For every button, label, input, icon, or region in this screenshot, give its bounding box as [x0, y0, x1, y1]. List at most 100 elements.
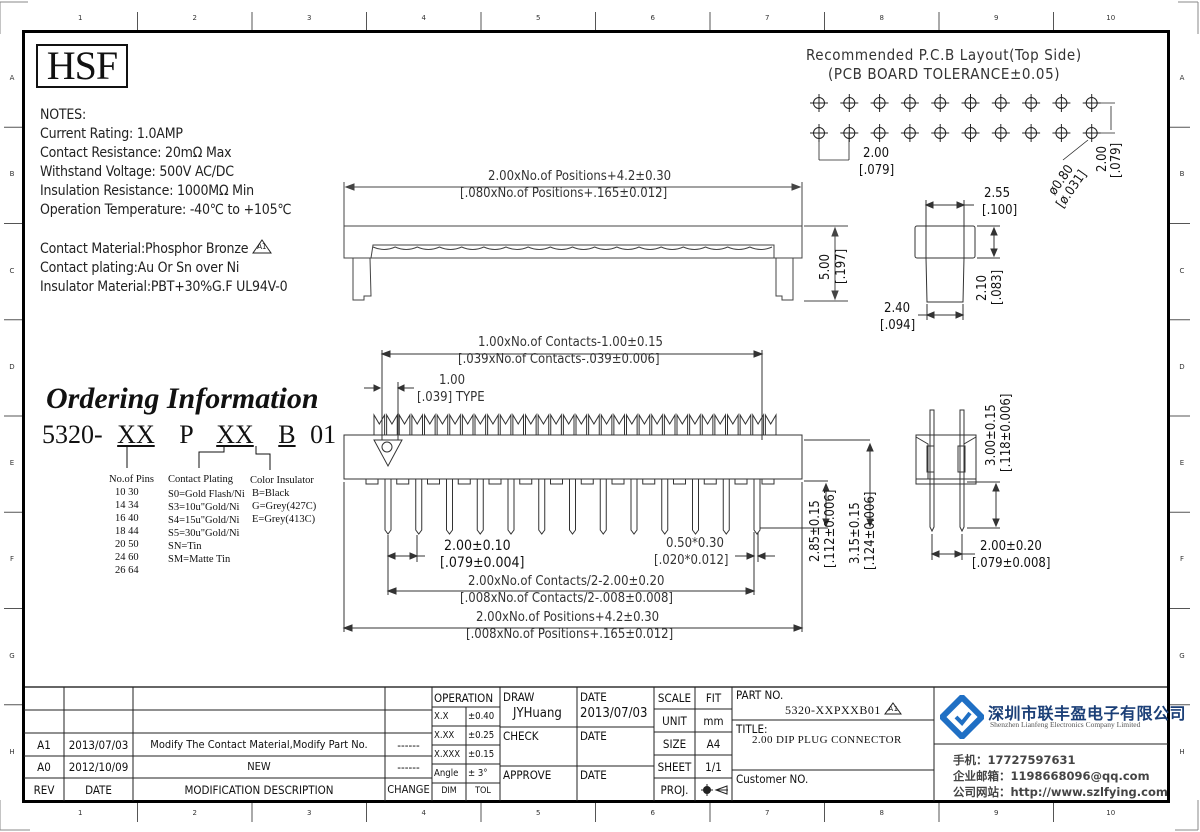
ruler-column-label: 7	[765, 809, 770, 817]
ruler-row-label: D	[1179, 362, 1185, 371]
company-phone: 手机：17727597631	[953, 753, 1076, 767]
pin-length-label: 3.00±0.15 [.118±0.006]	[984, 393, 1014, 472]
pin-count-option: 20 50	[115, 539, 139, 550]
tolerance-value: ±0.40	[468, 711, 495, 722]
color-label: Color Insulator	[250, 475, 314, 486]
change-header: CHANGE	[387, 783, 430, 796]
pin-count-option: 26 64	[115, 565, 139, 576]
ordering-code: 5320- XX P XX B 01	[42, 420, 336, 450]
plating-option: SM=Matte Tin	[168, 554, 231, 565]
size-value: A4	[706, 737, 721, 751]
plating-option: S5=30u"Gold/Ni	[168, 528, 240, 539]
ruler-column-label: 9	[994, 809, 999, 817]
rev-cell: A0	[37, 760, 51, 774]
corner-mark	[1175, 800, 1199, 831]
ruler-column-label: 5	[536, 809, 541, 817]
dim-header: DIM	[441, 786, 457, 796]
third-angle-projection-icon	[701, 784, 728, 796]
side-body-height-label: 2.10 [.083]	[975, 269, 1005, 305]
ruler-column-label: 3	[307, 14, 312, 22]
ruler-column-label: 4	[421, 809, 426, 817]
ruler-row-label: G	[1179, 651, 1185, 660]
contact-pitch-label: 1.00 [.039] TYPE	[417, 373, 485, 405]
notes-block: NOTES: Current Rating: 1.0AMP Contact Re…	[40, 106, 292, 297]
date-header: DATE	[85, 783, 112, 797]
side-bottom-width-label: 2.40 [.094]	[880, 301, 916, 333]
corner-mark	[0, 800, 30, 831]
company-name-cn: 深圳市联丰盈电子有限公司	[988, 704, 1187, 723]
ruler-column-label: 10	[1106, 809, 1116, 817]
revision-triangle-icon: A1	[252, 239, 273, 254]
code-prefix: 5320-	[42, 420, 103, 449]
tolerance-value: ± 3°	[468, 768, 488, 779]
ruler-row-label: A	[9, 74, 15, 83]
ruler-column-label: 2	[192, 809, 197, 817]
draw-value: JYHuang	[513, 706, 562, 721]
customer-no-label: Customer NO.	[736, 772, 809, 786]
change-cell: ------	[397, 738, 420, 752]
scale-value: FIT	[705, 691, 722, 705]
ruler-row-label: E	[1179, 459, 1185, 468]
pins-label: No.of Pins	[109, 474, 154, 485]
corner-mark	[1178, 1, 1199, 34]
code-pins: XX	[117, 420, 155, 449]
ruler-column-label: 8	[879, 14, 884, 22]
row-pitch-label: 2.00±0.20 [.079±0.008]	[972, 539, 1051, 571]
company-name-en: Shenzhen Lianfeng Electronics Company Li…	[990, 720, 1141, 729]
pin-count-option: 18 44	[115, 526, 139, 537]
ruler-column-label: 4	[421, 14, 426, 22]
ruler-column-label: 10	[1106, 14, 1116, 22]
tolerance-dim: X.XX	[434, 730, 455, 741]
tolerance-dim: X.XXX	[434, 749, 461, 760]
pin-pitch-label: 2.00±0.10 [.079±0.004]	[440, 538, 525, 571]
pcb-row-label: 2.00 [.079]	[1095, 142, 1124, 178]
unit-value: mm	[703, 714, 724, 728]
code-color: B	[278, 420, 296, 449]
ruler-column-label: 1	[78, 14, 83, 22]
revision-triangle-icon: A1	[884, 702, 903, 715]
plating-option: S3=10u"Gold/Ni	[168, 502, 240, 513]
company-email[interactable]: 企业邮箱：1198668096@qq.com	[953, 769, 1150, 783]
ruler-row-label: D	[9, 362, 15, 371]
ruler-row-label: C	[1179, 266, 1185, 275]
note-line: Insulation Resistance: 1000MΩ Min	[40, 183, 254, 199]
date-cell: 2012/10/09	[68, 760, 129, 774]
note-line: Withstand Voltage: 500V AC/DC	[40, 164, 234, 180]
ruler-row-label: H	[1179, 747, 1185, 756]
date-cell: 2013/07/03	[68, 738, 129, 752]
note-line: Contact Resistance: 20mΩ Max	[40, 145, 232, 161]
ruler-column-label: 1	[78, 809, 83, 817]
pin-span-label: 2.00xNo.of Contacts/2-2.00±0.20 [.008xNo…	[460, 574, 673, 606]
tolerance-value: ±0.25	[468, 730, 495, 741]
ruler-row-label: A	[1179, 74, 1185, 83]
approve-date-label: DATE	[580, 768, 607, 782]
company-logo-icon	[940, 695, 984, 739]
ruler-column-label: 2	[192, 14, 197, 22]
ruler-row-label: B	[9, 170, 15, 179]
note-material: Insulator Material:PBT+30%G.F UL94V-0	[40, 279, 288, 295]
scale-label: SCALE	[657, 691, 692, 705]
ruler-row-label: H	[9, 747, 15, 756]
code-plating: XX	[216, 420, 254, 449]
tolerance-dim: X.X	[434, 711, 449, 722]
sheet-value: 1/1	[705, 760, 722, 774]
pin-count-option: 24 60	[115, 552, 139, 563]
note-line: Operation Temperature: -40℃ to +105℃	[40, 202, 292, 218]
change-cell: ------	[397, 760, 420, 774]
company-website[interactable]: 公司网站：http://www.szlfying.com	[953, 785, 1168, 799]
pin-size-label: 0.50*0.30 [.020*0.012]	[654, 536, 729, 568]
tol-header: TOL	[475, 786, 491, 796]
plating-option: SN=Tin	[168, 541, 202, 552]
housing-length-label: 2.00xNo.of Positions+4.2±0.30 [.080xNo.o…	[460, 169, 672, 201]
pcb-pitch-label: 2.00 [.079]	[859, 146, 895, 178]
proj-label: PROJ.	[660, 783, 689, 797]
unit-label: UNIT	[662, 714, 687, 728]
total-length-label: 2.00xNo.of Positions+4.2±0.30 [.008xNo.o…	[466, 610, 674, 642]
desc-header: MODIFICATION DESCRIPTION	[184, 783, 334, 797]
contact-span-label: 1.00xNo.of Contacts-1.00±0.15 [.039xNo.o…	[458, 335, 663, 367]
pin-height1-label: 2.85±0.15 [.112±0.006]	[808, 489, 838, 568]
ruler-row-label: G	[9, 651, 15, 660]
plating-option: S0=Gold Flash/Ni	[168, 489, 245, 500]
